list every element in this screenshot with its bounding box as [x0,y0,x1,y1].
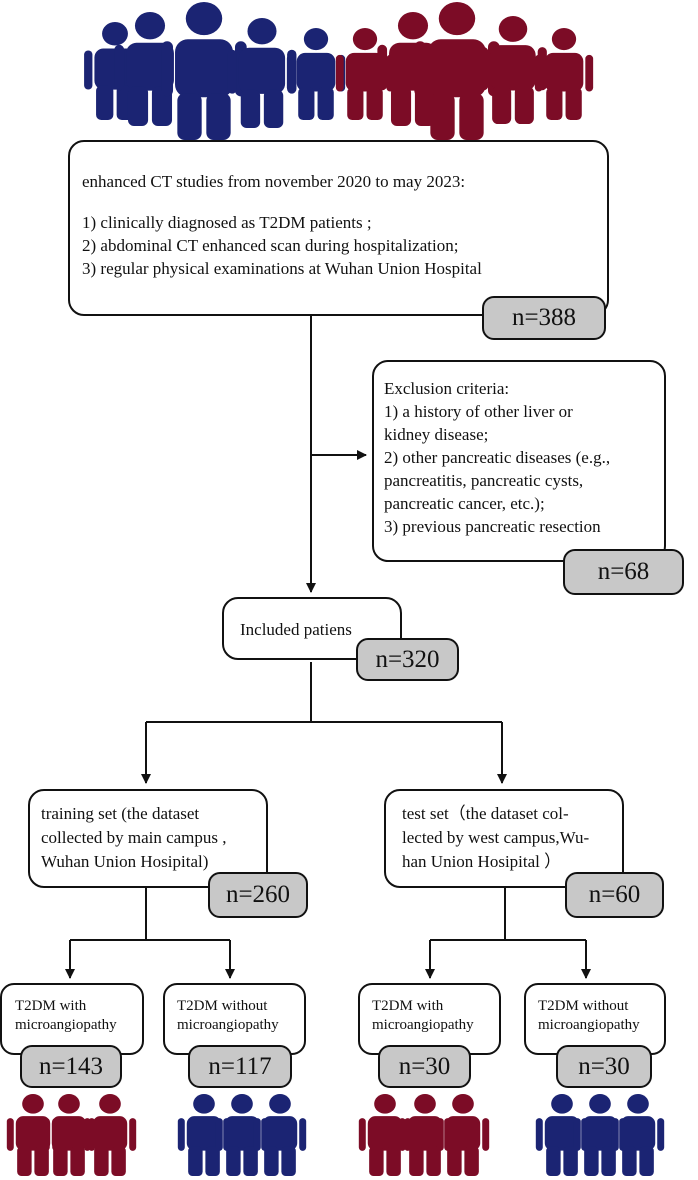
exclusion-line-1: 1) a history of other liver or [384,402,573,421]
crowd-person-icon-9 [479,15,547,124]
group-4-person-icon-1 [535,1094,589,1176]
group-2-line-1: T2DM without [177,998,268,1014]
test-line-2: lected by west campus,Wu- [402,828,590,847]
training-line-3: Wuhan Union Hosipital) [41,852,209,871]
group-2-person-icon-2 [215,1094,269,1176]
exclusion-line-2: kidney disease; [384,425,489,444]
group-3-count: n=30 [378,1045,471,1088]
group-4-person-icon-3 [611,1094,665,1176]
group-1-count: n=143 [20,1045,122,1088]
group-1-line-2: microangiopathy [15,1017,117,1033]
group-1-person-icon-1 [6,1094,60,1176]
enrollment-criterion-1: 1) clinically diagnosed as T2DM patients… [82,213,372,232]
group-1-person-icon-3 [83,1094,137,1176]
included-count: n=320 [356,638,459,681]
exclusion-line-4: pancreatitis, pancreatic cysts, [384,471,584,490]
exclusion-line-3: 2) other pancreatic diseases (e.g., [384,448,611,467]
training-count: n=260 [208,872,308,918]
group-4-line-2: microangiopathy [538,1017,640,1033]
group-3-person-icon-1 [358,1094,412,1176]
crowd-person-icon-8 [414,2,500,140]
group-box-test-with: T2DM with microangiopathy [358,983,501,1055]
test-line-1: test set（the dataset col- [402,804,569,823]
exclusion-box: Exclusion criteria: 1) a history of othe… [372,360,666,562]
crowd-person-icon-3 [161,2,247,140]
included-label: Included patiens [240,620,352,639]
training-line-2: collected by main campus , [41,828,227,847]
enrollment-header: enhanced CT studies from november 2020 t… [82,172,466,191]
group-1-line-1: T2DM with [15,998,87,1014]
crowd-person-icon-10 [534,28,594,120]
crowd-person-icon-6 [335,28,395,120]
group-2-count: n=117 [188,1045,292,1088]
test-line-3: han Union Hosipital ） [402,852,562,871]
exclusion-line-6: 3) previous pancreatic resection [384,517,601,536]
group-3-line-1: T2DM with [372,998,444,1014]
enrollment-criterion-2: 2) abdominal CT enhanced scan during hos… [82,236,459,255]
group-4-line-1: T2DM without [538,998,629,1014]
exclusion-line-5: pancreatic cancer, etc.); [384,494,545,513]
group-box-training-with: T2DM with microangiopathy [0,983,144,1055]
group-box-training-without: T2DM without microangiopathy [163,983,306,1055]
group-3-line-2: microangiopathy [372,1017,474,1033]
exclusion-count: n=68 [563,549,684,595]
group-1-person-icon-2 [42,1094,96,1176]
enrollment-criterion-3: 3) regular physical examinations at Wuha… [82,259,482,278]
test-count: n=60 [565,872,664,918]
training-set-box: training set (the dataset collected by m… [28,789,268,888]
group-2-line-2: microangiopathy [177,1017,279,1033]
enrollment-count: n=388 [482,296,606,340]
test-set-box: test set（the dataset col- lected by west… [384,789,624,888]
group-2-person-icon-1 [177,1094,231,1176]
group-box-test-without: T2DM without microangiopathy [524,983,666,1055]
group-2-person-icon-3 [253,1094,307,1176]
enrollment-box: enhanced CT studies from november 2020 t… [68,140,609,316]
training-line-1: training set (the dataset [41,804,200,823]
group-4-count: n=30 [556,1045,652,1088]
group-3-person-icon-3 [436,1094,490,1176]
exclusion-heading: Exclusion criteria: [384,379,510,398]
